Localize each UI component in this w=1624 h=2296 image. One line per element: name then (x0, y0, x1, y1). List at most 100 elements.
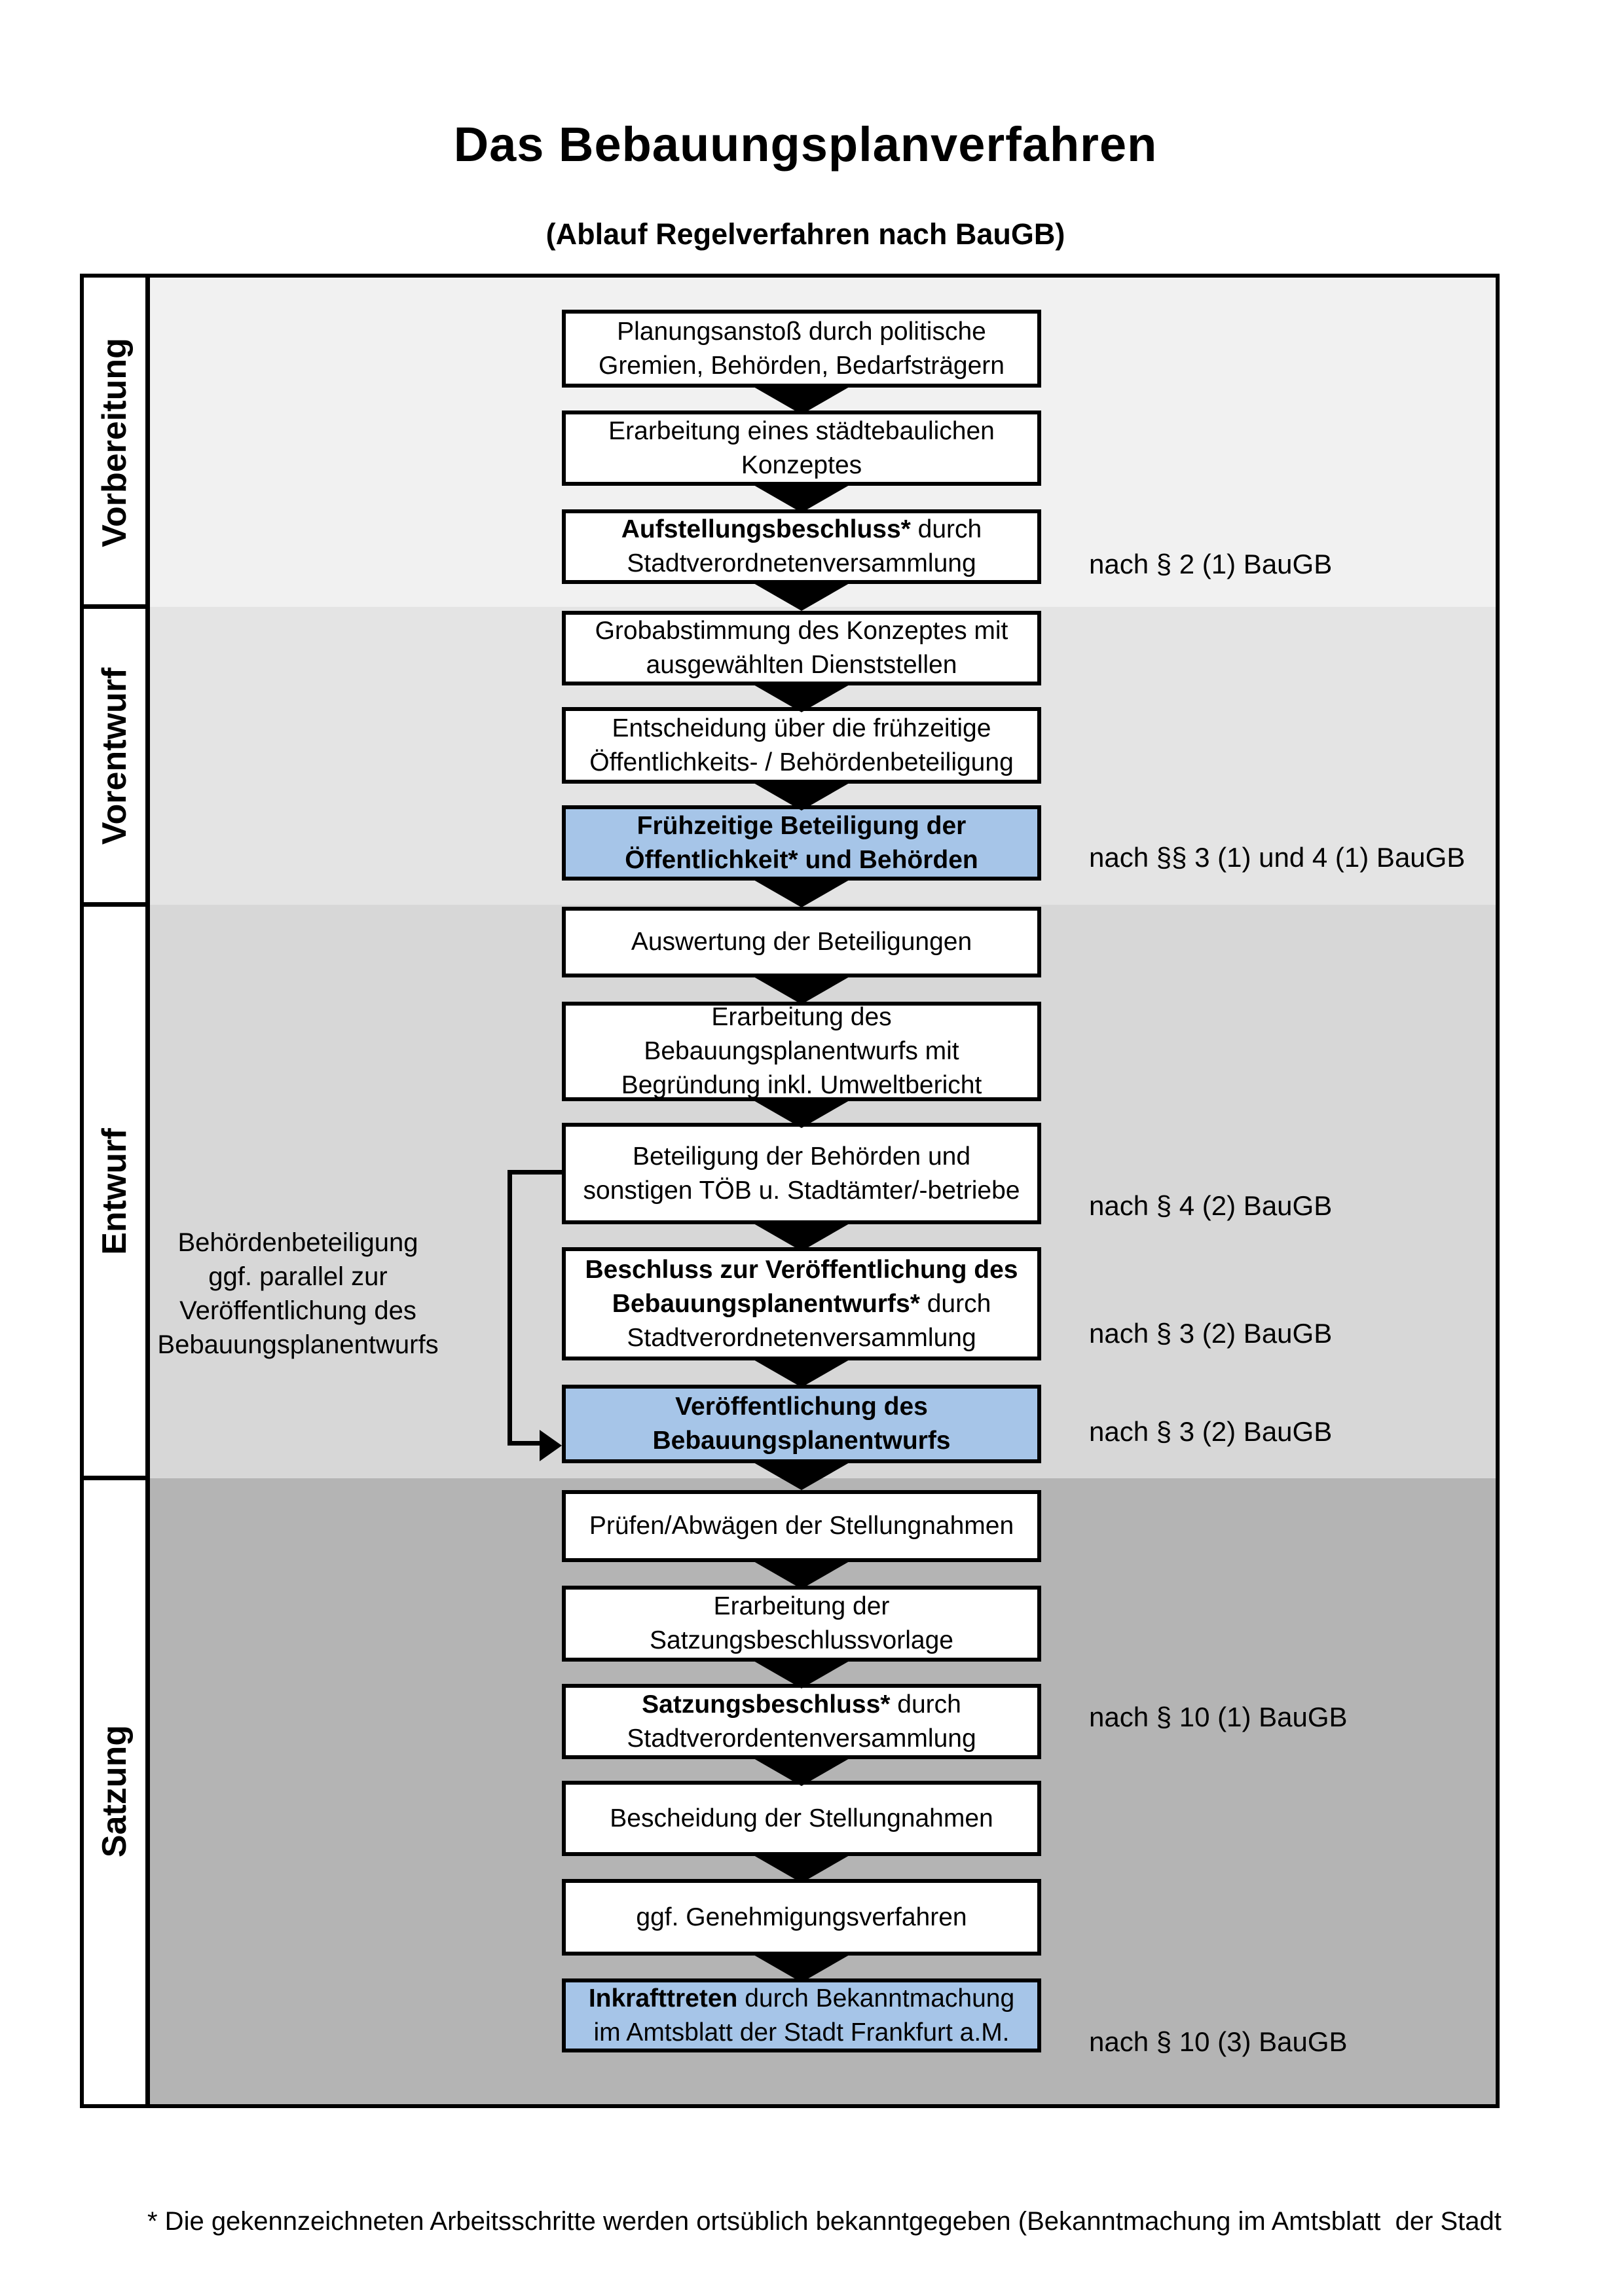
down-arrow-icon (749, 974, 854, 1004)
phase-cell-vorbereitung: Vorbereitung (84, 278, 145, 607)
flow-step-line: Inkrafttreten durch Bekanntmachung (589, 1982, 1014, 2016)
page-title: Das Bebauungsplanverfahren (453, 117, 1158, 172)
flow-step-line: Bebauungsplanentwurfs (652, 1424, 950, 1458)
down-arrow-icon (749, 1853, 854, 1883)
flow-step-line: Entscheidung über die frühzeitige (612, 712, 991, 746)
flow-step-text: Stadtverordnetenversammlung (627, 1323, 976, 1352)
phase-label: Entwurf (96, 1128, 134, 1255)
flow-step-line: Planungsanstoß durch politische (617, 315, 986, 349)
flow-step-line: Prüfen/Abwägen der Stellungnahmen (589, 1509, 1014, 1543)
flow-step-text: Bebauungsplanentwurfs (652, 1427, 951, 1455)
phase-label-column (84, 278, 145, 2104)
phase-cell-satzung: Satzung (84, 1478, 145, 2104)
phase-divider (84, 1476, 150, 1480)
flow-step-text: Gremien, Behörden, Bedarfsträgern (598, 351, 1005, 380)
phase-divider (84, 604, 150, 609)
flow-step-text: Satzungsbeschluss* (642, 1690, 891, 1719)
down-arrow-icon (749, 780, 854, 811)
flow-step-line: ggf. Genehmigungsverfahren (636, 1901, 967, 1935)
footnote-line: * Die gekennzeichneten Arbeitsschritte w… (147, 2207, 1502, 2236)
parallel-procedure-note-line: Veröffentlichung des (179, 1296, 416, 1325)
flow-step-text: Bescheidung der Stellungnahmen (610, 1804, 993, 1832)
flow-step-text: Inkrafttreten (588, 1984, 738, 2013)
flow-step-text: Öffentlichkeits- / Behördenbeteiligung (589, 748, 1014, 776)
flow-step-line: Satzungsbeschlussvorlage (650, 1624, 953, 1658)
flow-step-text: Stadtverordnetenversammlung (627, 549, 976, 577)
flow-step-text: Beschluss zur Veröffentlichung des (585, 1255, 1018, 1284)
flow-step-text: Erarbeitung der (713, 1592, 890, 1620)
down-arrow-icon (749, 1221, 854, 1251)
flow-step-line: Auswertung der Beteiligungen (631, 925, 972, 959)
phase-label-column-border (145, 278, 150, 2104)
flow-step-line: Grobabstimmung des Konzeptes mit (595, 614, 1008, 648)
baugb-annotation: nach § 4 (2) BauGB (1089, 1190, 1333, 1221)
flow-step-text: Prüfen/Abwägen der Stellungnahmen (589, 1512, 1014, 1540)
baugb-annotation: nach § 2 (1) BauGB (1089, 549, 1333, 579)
bracket-arrowhead-icon (540, 1430, 562, 1461)
flow-step: Grobabstimmung des Konzeptes mit ausgewäh… (562, 611, 1041, 685)
flow-step-line: Veröffentlichung des (675, 1390, 928, 1424)
phase-label: Vorentwurf (96, 667, 134, 845)
flow-step-line: Erarbeitung eines städtebaulichen (608, 414, 995, 448)
parallel-procedure-note-line: Bebauungsplanentwurfs (157, 1330, 439, 1359)
baugb-annotation: nach § 10 (3) BauGB (1089, 2026, 1348, 2057)
flow-step-line: Öffentlichkeit* und Behörden (625, 843, 978, 877)
flow-step-text: Erarbeitung eines städtebaulichen (608, 416, 995, 445)
flow-step-text: ausgewählten Dienststellen (646, 651, 957, 679)
flow-step-line: Öffentlichkeits- / Behördenbeteiligung (589, 746, 1014, 780)
down-arrow-icon (749, 1658, 854, 1688)
flow-step-text: Erarbeitung des (711, 1003, 892, 1031)
flow-step-text: Veröffentlichung des (675, 1393, 928, 1421)
down-arrow-icon (749, 1098, 854, 1128)
down-arrow-icon (749, 877, 854, 907)
flow-step-line: Bescheidung der Stellungnahmen (610, 1802, 993, 1836)
flow-step-line: Bebauungsplanentwurfs* durch (612, 1287, 991, 1321)
down-arrow-icon (749, 1559, 854, 1589)
down-arrow-icon (749, 581, 854, 611)
phase-label: Satzung (96, 1724, 134, 1858)
down-arrow-icon (749, 1357, 854, 1387)
parallel-procedure-note-line: ggf. parallel zur (208, 1262, 388, 1291)
phase-label: Vorbereitung (96, 337, 134, 547)
down-arrow-icon (749, 384, 854, 414)
flow-step-line: Stadtverordnetenversammlung (627, 547, 976, 581)
flow-step: Bescheidung der Stellungnahmen (562, 1781, 1041, 1856)
baugb-annotation: nach § 3 (2) BauGB (1089, 1318, 1333, 1349)
flow-step-text: durch (890, 1690, 961, 1719)
flow-step: ggf. Genehmigungsverfahren (562, 1879, 1041, 1956)
flow-step-text: Entscheidung über die frühzeitige (612, 714, 991, 742)
down-arrow-icon (749, 1756, 854, 1786)
flow-step-text: Öffentlichkeit* und Behörden (625, 845, 978, 874)
flow-step-text: sonstigen TÖB u. Stadtämter/-betriebe (583, 1176, 1020, 1205)
flow-step-line: Erarbeitung der (714, 1590, 890, 1624)
baugb-annotation: nach § 10 (1) BauGB (1089, 1702, 1348, 1732)
flow-step-text: durch Bekanntmachung (737, 1984, 1015, 2013)
flow-step-text: durch (919, 1289, 991, 1318)
parallel-procedure-note-line: Behördenbeteiligung (177, 1228, 418, 1257)
flow-step-line: ausgewählten Dienststellen (646, 648, 957, 682)
flow-step-line: Gremien, Behörden, Bedarfsträgern (599, 349, 1005, 383)
flow-step-text: durch (910, 515, 982, 543)
flow-step-line: Aufstellungsbeschluss* durch (621, 513, 982, 547)
flow-step-text: Satzungsbeschlussvorlage (650, 1626, 953, 1654)
down-arrow-icon (749, 1952, 854, 1982)
flow-step-line: Satzungsbeschluss* durch (642, 1688, 961, 1722)
phase-divider (84, 902, 150, 907)
flow-step-text: Aufstellungsbeschluss* (621, 515, 911, 543)
flow-step-text: Frühzeitige Beteiligung der (637, 811, 967, 840)
down-arrow-icon (749, 483, 854, 513)
flow-step-text: Planungsanstoß durch politische (617, 317, 986, 346)
footnote: * Die gekennzeichneten Arbeitsschritte w… (147, 2133, 1542, 2296)
